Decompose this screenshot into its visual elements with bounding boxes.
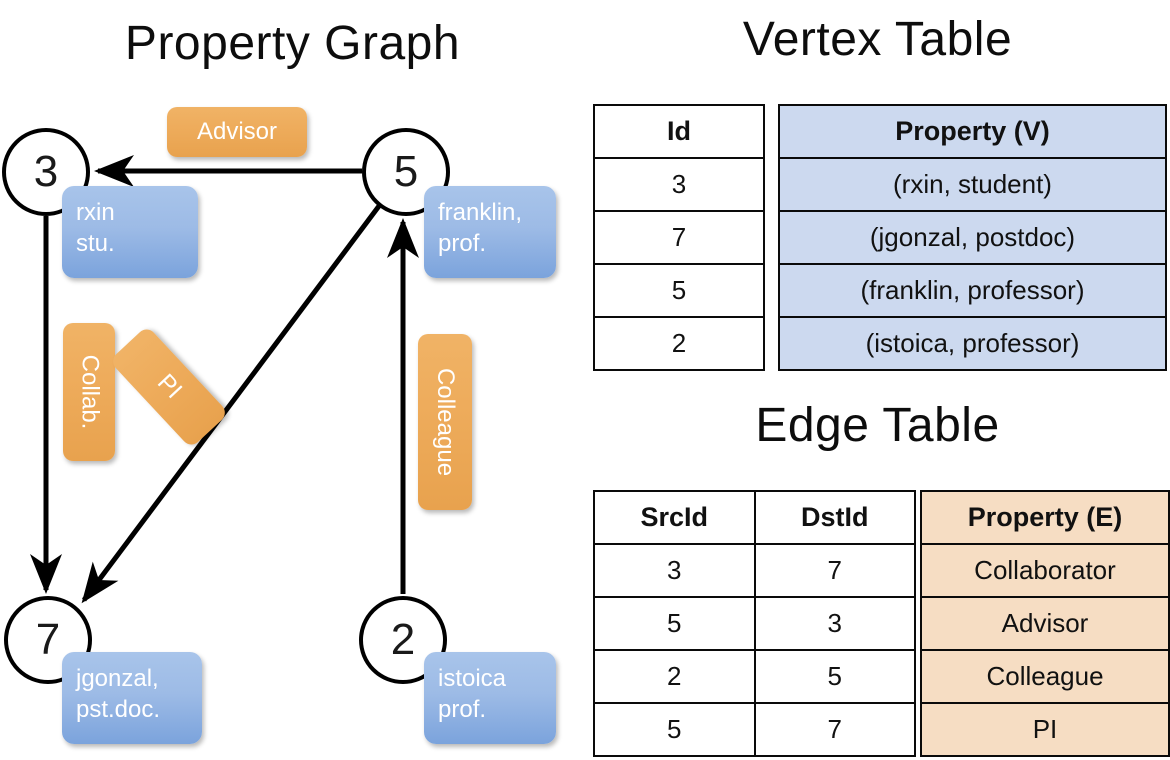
edge-table-header-dstid: DstId xyxy=(753,490,916,545)
edge-label-collab[interactable]: Collab. xyxy=(63,323,115,461)
graph-edge-arrows xyxy=(30,155,419,604)
graph-node-2-label: 2 xyxy=(390,615,416,664)
table-row[interactable]: 2 5 xyxy=(593,649,916,704)
edge-table-cell-property: Colleague xyxy=(920,649,1170,704)
table-row[interactable]: 5 3 xyxy=(593,596,916,651)
edge-label-colleague[interactable]: Colleague xyxy=(418,334,472,510)
edge-table-id-columns: SrcId DstId 3 7 5 3 2 5 5 7 xyxy=(593,490,916,757)
table-row[interactable]: Advisor xyxy=(920,596,1170,651)
edge-table-property-column: Property (E) Collaborator Advisor Collea… xyxy=(920,490,1170,757)
vertex-property-line-1: franklin, xyxy=(438,199,523,226)
table-row[interactable]: 5 7 xyxy=(593,702,916,757)
table-row[interactable]: PI xyxy=(920,702,1170,757)
table-row[interactable]: 3 xyxy=(593,157,765,212)
vertex-property-line-2: stu. xyxy=(76,229,115,257)
vertex-table-header-id: Id xyxy=(593,104,765,159)
table-header-row: Id xyxy=(593,104,765,159)
vertex-table-cell-id: 3 xyxy=(593,157,765,212)
vertex-table-cell-property: (istoica, professor) xyxy=(778,316,1167,371)
edge-table-cell-srcid: 5 xyxy=(593,596,756,651)
table-row[interactable]: (istoica, professor) xyxy=(778,316,1167,371)
table-row[interactable]: 2 xyxy=(593,316,765,371)
edge-label-advisor[interactable]: Advisor xyxy=(167,107,307,157)
table-row[interactable]: 5 xyxy=(593,263,765,318)
vertex-property-line-2: prof. xyxy=(438,695,487,723)
page-title-edge-table: Edge Table xyxy=(755,399,1000,452)
table-row[interactable]: 7 xyxy=(593,210,765,265)
vertex-table-cell-id: 7 xyxy=(593,210,765,265)
edge-table-cell-srcid: 3 xyxy=(593,543,756,598)
edge-table-header-srcid: SrcId xyxy=(593,490,756,545)
edge-table-cell-dstid: 5 xyxy=(753,649,916,704)
edge-label-pi-text: PI xyxy=(151,369,187,405)
vertex-property-box-3[interactable]: rxin stu. xyxy=(62,186,198,278)
edge-label-colleague-text: Colleague xyxy=(432,367,459,477)
edge-label-advisor-text: Advisor xyxy=(196,118,278,145)
graph-node-5-label: 5 xyxy=(393,147,419,196)
vertex-property-line-1: istoica xyxy=(438,665,507,692)
edge-table-cell-property: PI xyxy=(920,702,1170,757)
vertex-table-header-property: Property (V) xyxy=(778,104,1167,159)
vertex-table-cell-id: 5 xyxy=(593,263,765,318)
vertex-property-box-7[interactable]: jgonzal, pst.doc. xyxy=(62,652,202,744)
edge-table-cell-property: Advisor xyxy=(920,596,1170,651)
edge-table-cell-srcid: 2 xyxy=(593,649,756,704)
edge-table-cell-dstid: 7 xyxy=(753,543,916,598)
property-graph-diagram: 3 5 7 2 rxin stu. franklin, prof. jgonza… xyxy=(2,107,556,744)
vertex-property-line-1: rxin xyxy=(76,199,115,226)
page-title-vertex-table: Vertex Table xyxy=(742,13,1013,66)
vertex-table-id-column: Id 3 7 5 2 xyxy=(593,104,765,371)
graph-node-7-label: 7 xyxy=(35,615,61,664)
table-row[interactable]: 3 7 xyxy=(593,543,916,598)
edge-table-cell-property: Collaborator xyxy=(920,543,1170,598)
vertex-table-cell-property: (rxin, student) xyxy=(778,157,1167,212)
table-row[interactable]: (rxin, student) xyxy=(778,157,1167,212)
vertex-property-line-1: jgonzal, xyxy=(76,665,159,692)
page-title-property-graph: Property Graph xyxy=(124,17,461,70)
edge-table-header-property: Property (E) xyxy=(920,490,1170,545)
table-row[interactable]: (franklin, professor) xyxy=(778,263,1167,318)
vertex-property-line-2: prof. xyxy=(438,229,487,257)
vertex-property-line-2: pst.doc. xyxy=(76,695,161,723)
table-header-row: SrcId DstId xyxy=(593,490,916,545)
vertex-table-property-column: Property (V) (rxin, student) (jgonzal, p… xyxy=(778,104,1167,371)
vertex-table-cell-property: (jgonzal, postdoc) xyxy=(778,210,1167,265)
graph-node-3-label: 3 xyxy=(33,147,59,196)
edge-arrow-5-to-7 xyxy=(81,204,382,604)
vertex-table-cell-property: (franklin, professor) xyxy=(778,263,1167,318)
table-row[interactable]: Colleague xyxy=(920,649,1170,704)
table-header-row: Property (V) xyxy=(778,104,1167,159)
vertex-property-box-2[interactable]: istoica prof. xyxy=(424,652,556,744)
vertex-table-cell-id: 2 xyxy=(593,316,765,371)
graph-node-5[interactable]: 5 xyxy=(362,128,450,216)
edge-table-cell-srcid: 5 xyxy=(593,702,756,757)
edge-table-cell-dstid: 3 xyxy=(753,596,916,651)
table-header-row: Property (E) xyxy=(920,490,1170,545)
graph-node-2[interactable]: 2 xyxy=(359,596,447,684)
table-row[interactable]: Collaborator xyxy=(920,543,1170,598)
edge-table-cell-dstid: 7 xyxy=(753,702,916,757)
vertex-property-box-5[interactable]: franklin, prof. xyxy=(424,186,556,278)
edge-label-collab-text: Collab. xyxy=(76,354,103,430)
table-row[interactable]: (jgonzal, postdoc) xyxy=(778,210,1167,265)
